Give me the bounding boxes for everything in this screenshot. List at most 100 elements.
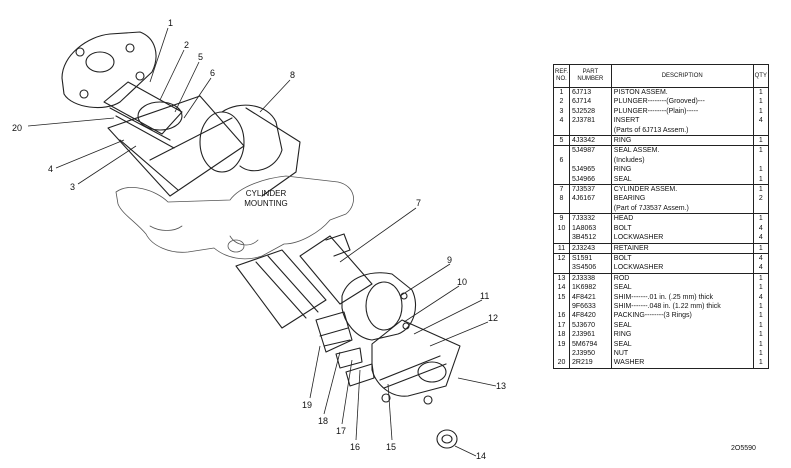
qty-cell: 1 bbox=[752, 135, 770, 146]
table-row: (Part of 7J3537 Assem.) bbox=[552, 203, 770, 214]
ref-no-cell: 4 bbox=[552, 116, 571, 126]
description-cell: ROD bbox=[610, 272, 754, 284]
ref-no-cell bbox=[552, 165, 571, 175]
part-number-cell: 4F8420 bbox=[569, 311, 612, 321]
part-number-cell: 4J6167 bbox=[569, 194, 612, 204]
header-qty: QTY bbox=[752, 64, 770, 88]
qty-cell: 1 bbox=[752, 339, 770, 349]
ref-no-cell: 13 bbox=[552, 272, 571, 284]
description-cell: RING bbox=[610, 135, 754, 146]
ref-no-cell: 8 bbox=[552, 194, 571, 204]
part-number-cell: 2J3950 bbox=[569, 348, 612, 359]
figure-number: 2O5590 bbox=[731, 445, 756, 452]
callout-18: 18 bbox=[318, 416, 328, 426]
qty-cell: 1 bbox=[752, 311, 770, 321]
qty-cell: 1 bbox=[752, 330, 770, 340]
callout-3: 3 bbox=[70, 182, 75, 192]
ref-no-cell bbox=[552, 348, 571, 359]
callout-13: 13 bbox=[496, 381, 506, 391]
part-number-cell: 2J3338 bbox=[569, 272, 612, 284]
part-number-cell: 7J3332 bbox=[569, 213, 612, 224]
parts-table-header: REF. NO. PART NUMBER DESCRIPTION QTY bbox=[552, 64, 770, 88]
description-cell: RETAINER bbox=[610, 242, 754, 254]
ref-no-cell: 14 bbox=[552, 283, 571, 293]
part-number-cell: 2J3243 bbox=[569, 242, 612, 254]
ref-no-cell: 17 bbox=[552, 320, 571, 331]
header-ref-no: REF. NO. bbox=[552, 64, 571, 88]
description-cell: BEARING bbox=[610, 194, 754, 204]
callout-15: 15 bbox=[386, 442, 396, 452]
header-part-number: PART NUMBER bbox=[569, 64, 612, 88]
ref-no-cell: 11 bbox=[552, 242, 571, 254]
qty-cell: 1 bbox=[752, 320, 770, 331]
description-cell: PISTON ASSEM. bbox=[610, 87, 754, 98]
qty-cell bbox=[752, 125, 770, 136]
ref-no-cell: 5 bbox=[552, 135, 571, 146]
part-number-cell: 6J714 bbox=[569, 97, 612, 107]
part-number-cell: 5J2528 bbox=[569, 106, 612, 117]
description-cell: (Parts of 6J713 Assem.) bbox=[610, 125, 754, 136]
description-cell: (Includes) bbox=[610, 155, 754, 166]
part-number-cell: 1A8063 bbox=[569, 223, 612, 234]
qty-cell: 1 bbox=[752, 358, 770, 369]
part-number-cell: 5J4966 bbox=[569, 174, 612, 185]
qty-cell: 1 bbox=[752, 174, 770, 185]
description-cell: (Part of 7J3537 Assem.) bbox=[610, 203, 754, 214]
callout-14: 14 bbox=[476, 451, 486, 461]
part-number-cell: 5M6794 bbox=[569, 339, 612, 349]
callout-16: 16 bbox=[350, 442, 360, 452]
qty-cell: 4 bbox=[752, 263, 770, 274]
qty-cell: 1 bbox=[752, 213, 770, 224]
qty-cell: 1 bbox=[752, 87, 770, 98]
description-cell: PLUNGER--------(Grooved)--- bbox=[610, 97, 754, 107]
qty-cell: 4 bbox=[752, 233, 770, 243]
description-cell: SHIM-------.01 in. (.25 mm) thick bbox=[610, 292, 754, 302]
ref-no-cell: 12 bbox=[552, 252, 571, 264]
description-cell: SEAL ASSEM. bbox=[610, 145, 754, 156]
qty-cell: 1 bbox=[752, 242, 770, 254]
ref-no-cell: 7 bbox=[552, 184, 571, 195]
qty-cell: 4 bbox=[752, 116, 770, 126]
part-number-cell: 5J4965 bbox=[569, 165, 612, 175]
callout-20: 20 bbox=[12, 123, 22, 133]
part-number-cell: 7J3537 bbox=[569, 184, 612, 195]
ref-no-cell: 15 bbox=[552, 292, 571, 302]
ref-no-cell: 18 bbox=[552, 330, 571, 340]
ref-no-cell: 1 bbox=[552, 87, 571, 98]
mounting-label-line2: MOUNTING bbox=[244, 199, 288, 208]
ref-no-cell: 19 bbox=[552, 339, 571, 349]
callout-11: 11 bbox=[480, 291, 489, 301]
callout-12: 12 bbox=[488, 313, 498, 323]
qty-cell: 1 bbox=[752, 272, 770, 284]
qty-cell: 1 bbox=[752, 348, 770, 359]
mounting-label-line1: CYLINDER bbox=[246, 189, 287, 198]
table-row: (Parts of 6J713 Assem.) bbox=[552, 125, 770, 136]
description-cell: RING bbox=[610, 330, 754, 340]
description-cell: LOCKWASHER bbox=[610, 263, 754, 274]
description-cell: BOLT bbox=[610, 252, 754, 264]
callout-9: 9 bbox=[447, 255, 452, 265]
callout-17: 17 bbox=[336, 426, 346, 436]
qty-cell bbox=[752, 203, 770, 214]
qty-cell: 1 bbox=[752, 97, 770, 107]
qty-cell: 4 bbox=[752, 292, 770, 302]
